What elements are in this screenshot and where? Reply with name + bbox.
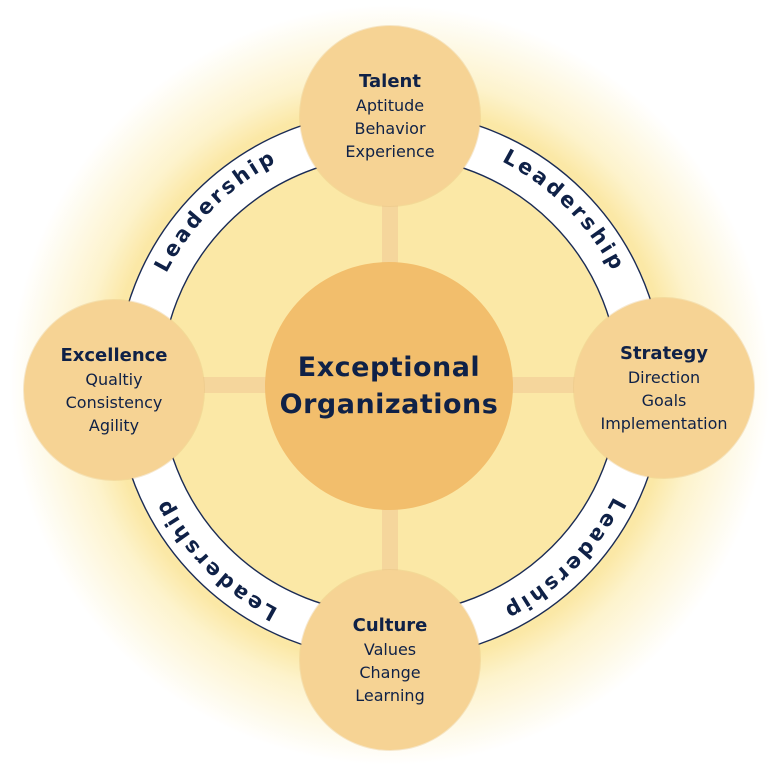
node-item: Consistency — [65, 392, 163, 412]
node-item: Aptitude — [355, 95, 425, 115]
node-excellence: Excellence Qualtiy Consistency Agility — [24, 300, 204, 480]
node-item: Goals — [641, 390, 687, 410]
node-title: Culture — [352, 614, 428, 636]
center-title-line-2: Organizations — [279, 389, 499, 420]
node-strategy: Strategy Direction Goals Implementation — [574, 298, 754, 478]
node-item: Direction — [627, 367, 701, 387]
node-title: Talent — [359, 70, 421, 92]
node-culture: Culture Values Change Learning — [300, 570, 480, 750]
node-talent: Talent Aptitude Behavior Experience — [300, 26, 480, 206]
node-item: Values — [363, 639, 417, 659]
node-item: Change — [359, 662, 421, 682]
node-item: Agility — [88, 415, 140, 435]
node-item: Learning — [355, 685, 425, 705]
node-title: Strategy — [619, 342, 709, 364]
node-item: Qualtiy — [85, 369, 143, 389]
center-circle: Exceptional Organizations — [265, 262, 513, 510]
center-title-line-1: Exceptional — [297, 352, 481, 383]
node-title: Excellence — [60, 344, 168, 366]
node-item: Behavior — [354, 118, 426, 138]
node-item: Experience — [345, 141, 435, 161]
node-item: Implementation — [600, 413, 728, 433]
